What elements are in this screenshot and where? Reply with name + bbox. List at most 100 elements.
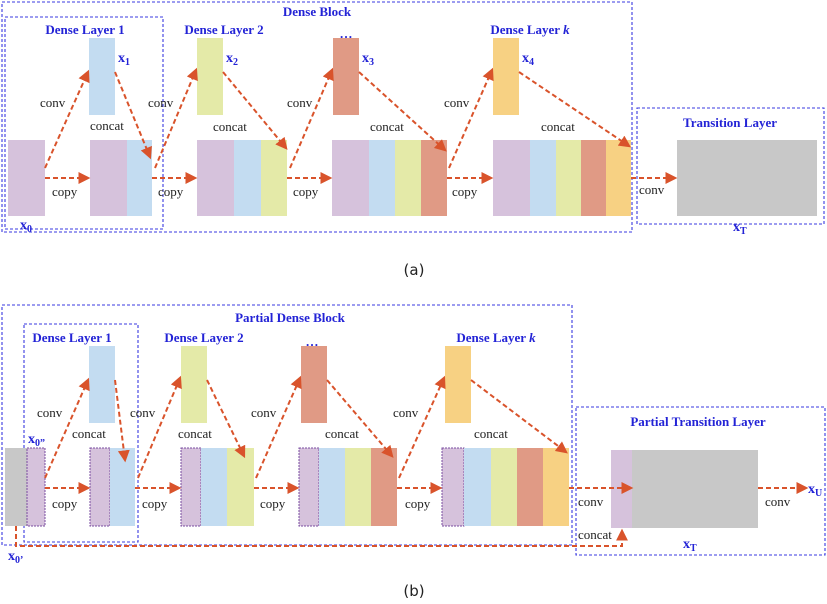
conv-label-3: conv	[287, 95, 313, 110]
concat-arrow-b-3	[326, 379, 394, 458]
dense-layer-ellipsis-b: …	[306, 334, 319, 349]
feature-x3	[333, 38, 359, 115]
copy-label-1: copy	[52, 184, 78, 199]
concat-arrow-b-2	[206, 379, 246, 459]
concat-arrow-1	[114, 71, 152, 160]
var-x0: x0	[20, 218, 32, 235]
copy-label-4: copy	[452, 184, 478, 199]
conv-arrow-b-2	[137, 375, 182, 479]
var-x1-sub: 1	[125, 57, 130, 68]
feature-b-3	[301, 346, 327, 423]
diagram-b: Partial Dense Block Dense Layer 1 Dense …	[1, 304, 826, 600]
dense-layer-1-title-b: Dense Layer 1	[32, 330, 111, 345]
concat-arrow-4	[518, 71, 631, 148]
conv-arrow-b-4	[398, 375, 446, 479]
var-x0-prime: x0’	[8, 549, 23, 566]
feature-b-1	[89, 346, 115, 423]
var-x0-base: x	[20, 218, 27, 233]
partial-transition-gray	[632, 450, 758, 528]
caption-b: (b)	[403, 582, 424, 600]
stack-b-4-blue	[464, 448, 491, 526]
transition-layer-title: Transition Layer	[683, 115, 777, 130]
var-xT-b: xT	[683, 537, 697, 554]
stack-2-yellow	[261, 140, 287, 216]
var-x4-sub: 4	[529, 57, 534, 68]
stack-b-4-orange	[543, 448, 569, 526]
stack-b-3	[298, 447, 397, 527]
copy-label-2: copy	[158, 184, 184, 199]
output-conv-label-b: conv	[765, 494, 791, 509]
conv-arrow-b-1	[44, 377, 90, 479]
var-xT-a: xT	[733, 220, 747, 237]
var-x1: x1	[118, 51, 130, 68]
conv-label-2: conv	[148, 95, 174, 110]
var-x3: x3	[362, 51, 374, 68]
stack-3-yellow	[395, 140, 421, 216]
var-x2: x2	[226, 51, 238, 68]
transition-conv-label: conv	[639, 182, 665, 197]
conv-arrow-3	[289, 67, 334, 169]
concat-label-b-1: concat	[72, 426, 106, 441]
stack-3-blue	[369, 140, 395, 216]
transition-output	[677, 140, 817, 216]
transition-layer-box	[636, 107, 825, 225]
input-x0	[8, 140, 45, 216]
concat-arrow-b-4	[470, 379, 568, 454]
dense-layer-k-prefix-b: Dense Layer	[456, 330, 529, 345]
input-x0-split	[5, 447, 46, 527]
var-x4: x4	[522, 51, 534, 68]
copy-label-3: copy	[293, 184, 319, 199]
concat-label-4: concat	[541, 119, 575, 134]
dense-layer-1-title: Dense Layer 1	[45, 22, 124, 37]
var-x2-base: x	[226, 51, 233, 66]
concat-arrow-2	[222, 71, 288, 150]
conv-arrow-4	[448, 67, 494, 169]
var-x0p-base: x	[8, 549, 15, 564]
stack-3-purple	[332, 140, 369, 216]
partial-transition-layer-title: Partial Transition Layer	[630, 414, 766, 429]
partial-transition-output	[611, 450, 758, 528]
dense-layer-2-title-b: Dense Layer 2	[164, 330, 243, 345]
stack-b-2-yellow	[227, 448, 254, 526]
conv-label-b-1: conv	[37, 405, 63, 420]
var-xT-b-sub: T	[690, 543, 697, 554]
var-x0-sub: 0	[27, 224, 32, 235]
feature-x4	[493, 38, 519, 115]
concat-arrow-3	[358, 71, 447, 152]
stack-b-4-purple	[441, 447, 465, 527]
stack-2-purple	[197, 140, 234, 216]
stack-4-purple	[493, 140, 530, 216]
stack-b-1-purple	[89, 447, 111, 527]
stack-4-blue	[530, 140, 556, 216]
var-x0pp-base: x	[28, 432, 35, 447]
stack-b-1-blue	[110, 448, 135, 526]
stack-1-purple	[90, 140, 127, 216]
bypass-arrow-x0-prime	[15, 526, 628, 547]
stack-3-salmon	[421, 140, 447, 216]
var-x1-base: x	[118, 51, 125, 66]
dense-layer-ellipsis: …	[340, 26, 353, 41]
partial-dense-block-title: Partial Dense Block	[235, 310, 346, 325]
dense-layer-2-title: Dense Layer 2	[184, 22, 263, 37]
diagram-a: Dense Block Dense Layer 1 Dense Layer 2 …	[1, 1, 825, 279]
var-xU-sub: U	[815, 488, 822, 499]
var-xU-base: x	[808, 482, 815, 497]
concat-arrow-b-1	[114, 379, 130, 463]
stack-b-3-salmon	[371, 448, 397, 526]
var-xT-b-base: x	[683, 537, 690, 552]
feature-x1	[89, 38, 115, 115]
concat-label-1: concat	[90, 118, 124, 133]
dense-layer-1-box-b	[23, 323, 139, 543]
stack-4-orange	[606, 140, 631, 216]
conv-label-b-3: conv	[251, 405, 277, 420]
stack-b-2-blue	[201, 448, 227, 526]
dense-layer-k-title-b: Dense Layer k	[456, 330, 536, 345]
var-x3-base: x	[362, 51, 369, 66]
partial-transition-layer-box	[575, 406, 826, 556]
transition-conv-label-b: conv	[578, 494, 604, 509]
dense-layer-k-italic: k	[563, 22, 570, 37]
stack-2-blue	[234, 140, 261, 216]
stack-b-4-yellow	[491, 448, 517, 526]
conv-label-1: conv	[40, 95, 66, 110]
